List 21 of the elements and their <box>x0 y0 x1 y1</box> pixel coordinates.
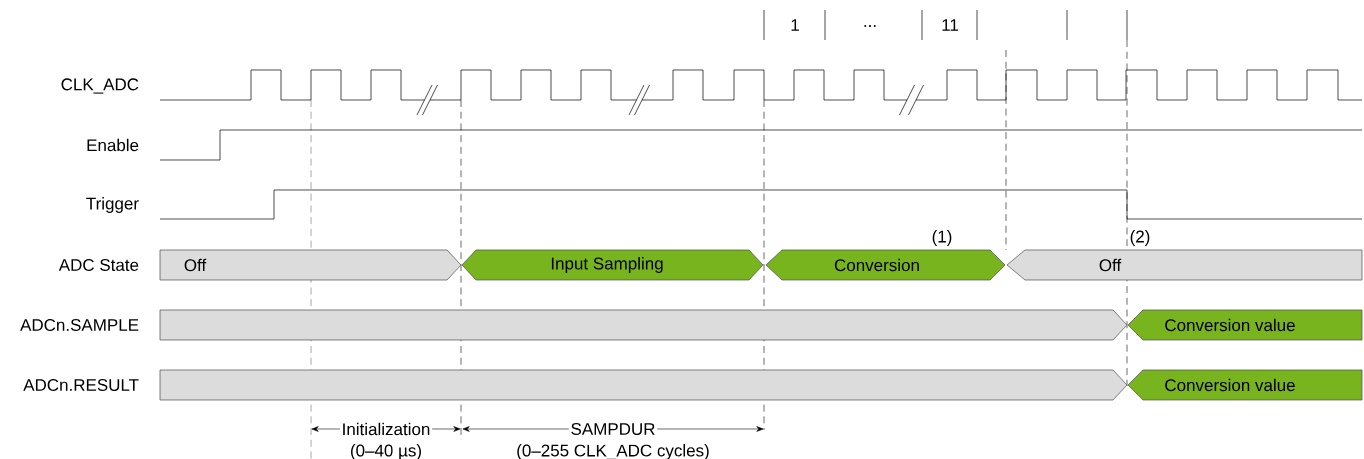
signal-name: ADCn.RESULT <box>23 378 139 391</box>
state-segment: Conversion <box>765 249 1006 281</box>
state-segment: Conversion value <box>1127 309 1363 341</box>
dimension-label: (0–255 CLK_ADC cycles) <box>517 444 709 459</box>
state-segment: Off <box>159 249 462 281</box>
cycle-number: 1 <box>791 19 799 31</box>
signal-name: Enable <box>87 138 139 152</box>
signal-name: ADCn.SAMPLE <box>20 318 139 331</box>
bus-bar <box>159 369 1128 401</box>
state-segment: Conversion value <box>1127 369 1363 401</box>
ellipsis-text: ... <box>864 25 876 27</box>
signal-name: CLK_ADC <box>61 78 139 94</box>
signal-name: ADC State <box>58 258 139 271</box>
cycle-number: 11 <box>942 19 958 31</box>
dimension-label: (0–40 µs) <box>351 444 421 459</box>
signal-name: Trigger <box>86 197 139 213</box>
state-segment: Input Sampling <box>461 249 764 281</box>
state-segment: Off <box>1006 249 1363 281</box>
dimension-label: Initialization <box>339 421 433 437</box>
bus-bar <box>159 309 1128 341</box>
dimension-label: SAMPDUR <box>568 421 658 437</box>
